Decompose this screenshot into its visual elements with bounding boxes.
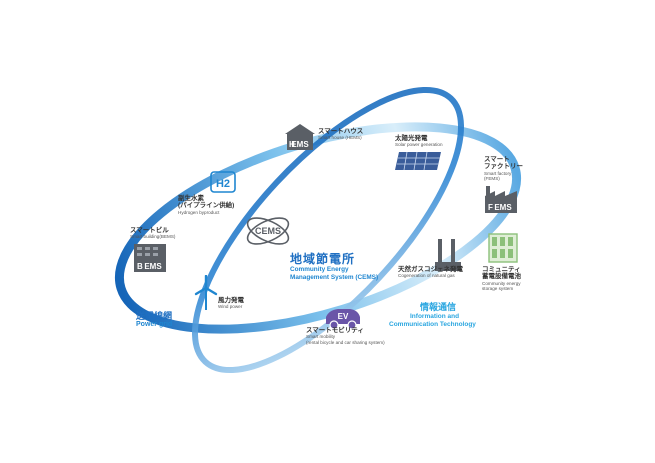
ev-badge-text: EV	[338, 312, 349, 321]
building-badge-letter: B	[137, 262, 143, 271]
hydrogen-jp-1: 副生水素	[178, 195, 204, 202]
power-grid-title-jp: 送電線網	[136, 311, 173, 321]
smart-factory-jp-1: スマート	[484, 156, 510, 163]
cems-logo-icon: CEMS	[246, 217, 290, 245]
battery-en-2: storage system	[482, 286, 514, 292]
cems-title-jp: 地域節電所	[290, 252, 356, 266]
battery-jp-2: 蓄電設備電池	[482, 273, 521, 281]
hydrogen-label: 副生水素 (パイプライン供給) Hydrogen byproduct	[178, 195, 234, 215]
smart-building-jp: スマートビル	[130, 227, 169, 234]
ict-title-en-2: Communication Technology	[389, 321, 476, 328]
solar-label: 太陽光発電 Solar power generation	[395, 135, 443, 148]
ict-ring	[191, 86, 465, 374]
factory-icon: F EMS	[485, 186, 517, 213]
building-badge-text: EMS	[144, 262, 162, 271]
cems-title-en-2: Management System (CEMS)	[290, 274, 379, 281]
mobility-en-2: (rental bicycle and car sharing system)	[306, 339, 385, 345]
wind-label: 風力発電 Wind power	[218, 297, 244, 310]
battery-storage-icon	[488, 233, 518, 263]
house-badge-letter: H	[289, 140, 295, 149]
mobility-label: スマートモビリティ Smart mobility (rental bicycle…	[306, 327, 385, 345]
smart-factory-en-2: (FEMS)	[484, 176, 500, 182]
solar-en: Solar power generation	[395, 142, 443, 148]
smart-house-jp: スマートハウス	[318, 128, 364, 135]
factory-badge-text: EMS	[494, 203, 512, 212]
smart-factory-jp-2: ファクトリー	[484, 163, 523, 171]
mobility-en-1: Smart mobility	[306, 334, 336, 340]
power-grid-title-en: Power grid	[136, 321, 173, 328]
hydrogen-icon: H2	[210, 171, 236, 193]
cogeneration-en: Cogeneration of natural gas	[398, 273, 455, 279]
cems-title-en-1: Community Energy	[290, 266, 349, 273]
cogeneration-jp: 天然ガスコジェネ発電	[398, 266, 463, 273]
smart-factory-en-1: Smart factory	[484, 170, 512, 176]
battery-jp-1: コミュニティ	[482, 266, 521, 273]
wind-en: Wind power	[218, 304, 243, 310]
smart-house-label: スマートハウス Smart house (HEMS)	[318, 128, 363, 141]
battery-label: コミュニティ 蓄電設備電池 Community energy storage s…	[482, 266, 521, 292]
hydrogen-badge-text: H2	[216, 178, 230, 190]
factory-badge-letter: F	[488, 203, 493, 212]
cems-badge-text: CEMS	[255, 226, 281, 236]
cogeneration-plant-icon	[435, 239, 461, 271]
house-badge-text: EMS	[291, 140, 309, 149]
building-icon: B EMS	[134, 244, 166, 272]
solar-jp: 太陽光発電	[395, 135, 428, 142]
mobility-jp: スマートモビリティ	[306, 327, 364, 334]
smart-building-en: Smart building(BEMS)	[130, 234, 176, 240]
wind-jp: 風力発電	[218, 297, 244, 304]
ict-title-en-1: Information and	[410, 313, 460, 320]
hydrogen-en: Hydrogen byproduct	[178, 209, 220, 215]
hydrogen-jp-2: (パイプライン供給)	[178, 202, 235, 210]
wind-turbine-icon	[194, 275, 218, 310]
smart-house-en: Smart house (HEMS)	[318, 135, 362, 141]
battery-en-1: Community energy	[482, 280, 521, 286]
smart-building-label: スマートビル Smart building(BEMS)	[130, 227, 175, 240]
solar-panel-icon	[395, 151, 441, 171]
ict-title-jp: 情報通信	[420, 302, 457, 312]
house-icon: EMS H	[285, 124, 315, 150]
cogeneration-label: 天然ガスコジェネ発電 Cogeneration of natural gas	[398, 266, 463, 279]
ev-car-icon: EV	[326, 309, 360, 330]
smart-factory-label: スマート ファクトリー Smart factory (FEMS)	[484, 156, 523, 182]
